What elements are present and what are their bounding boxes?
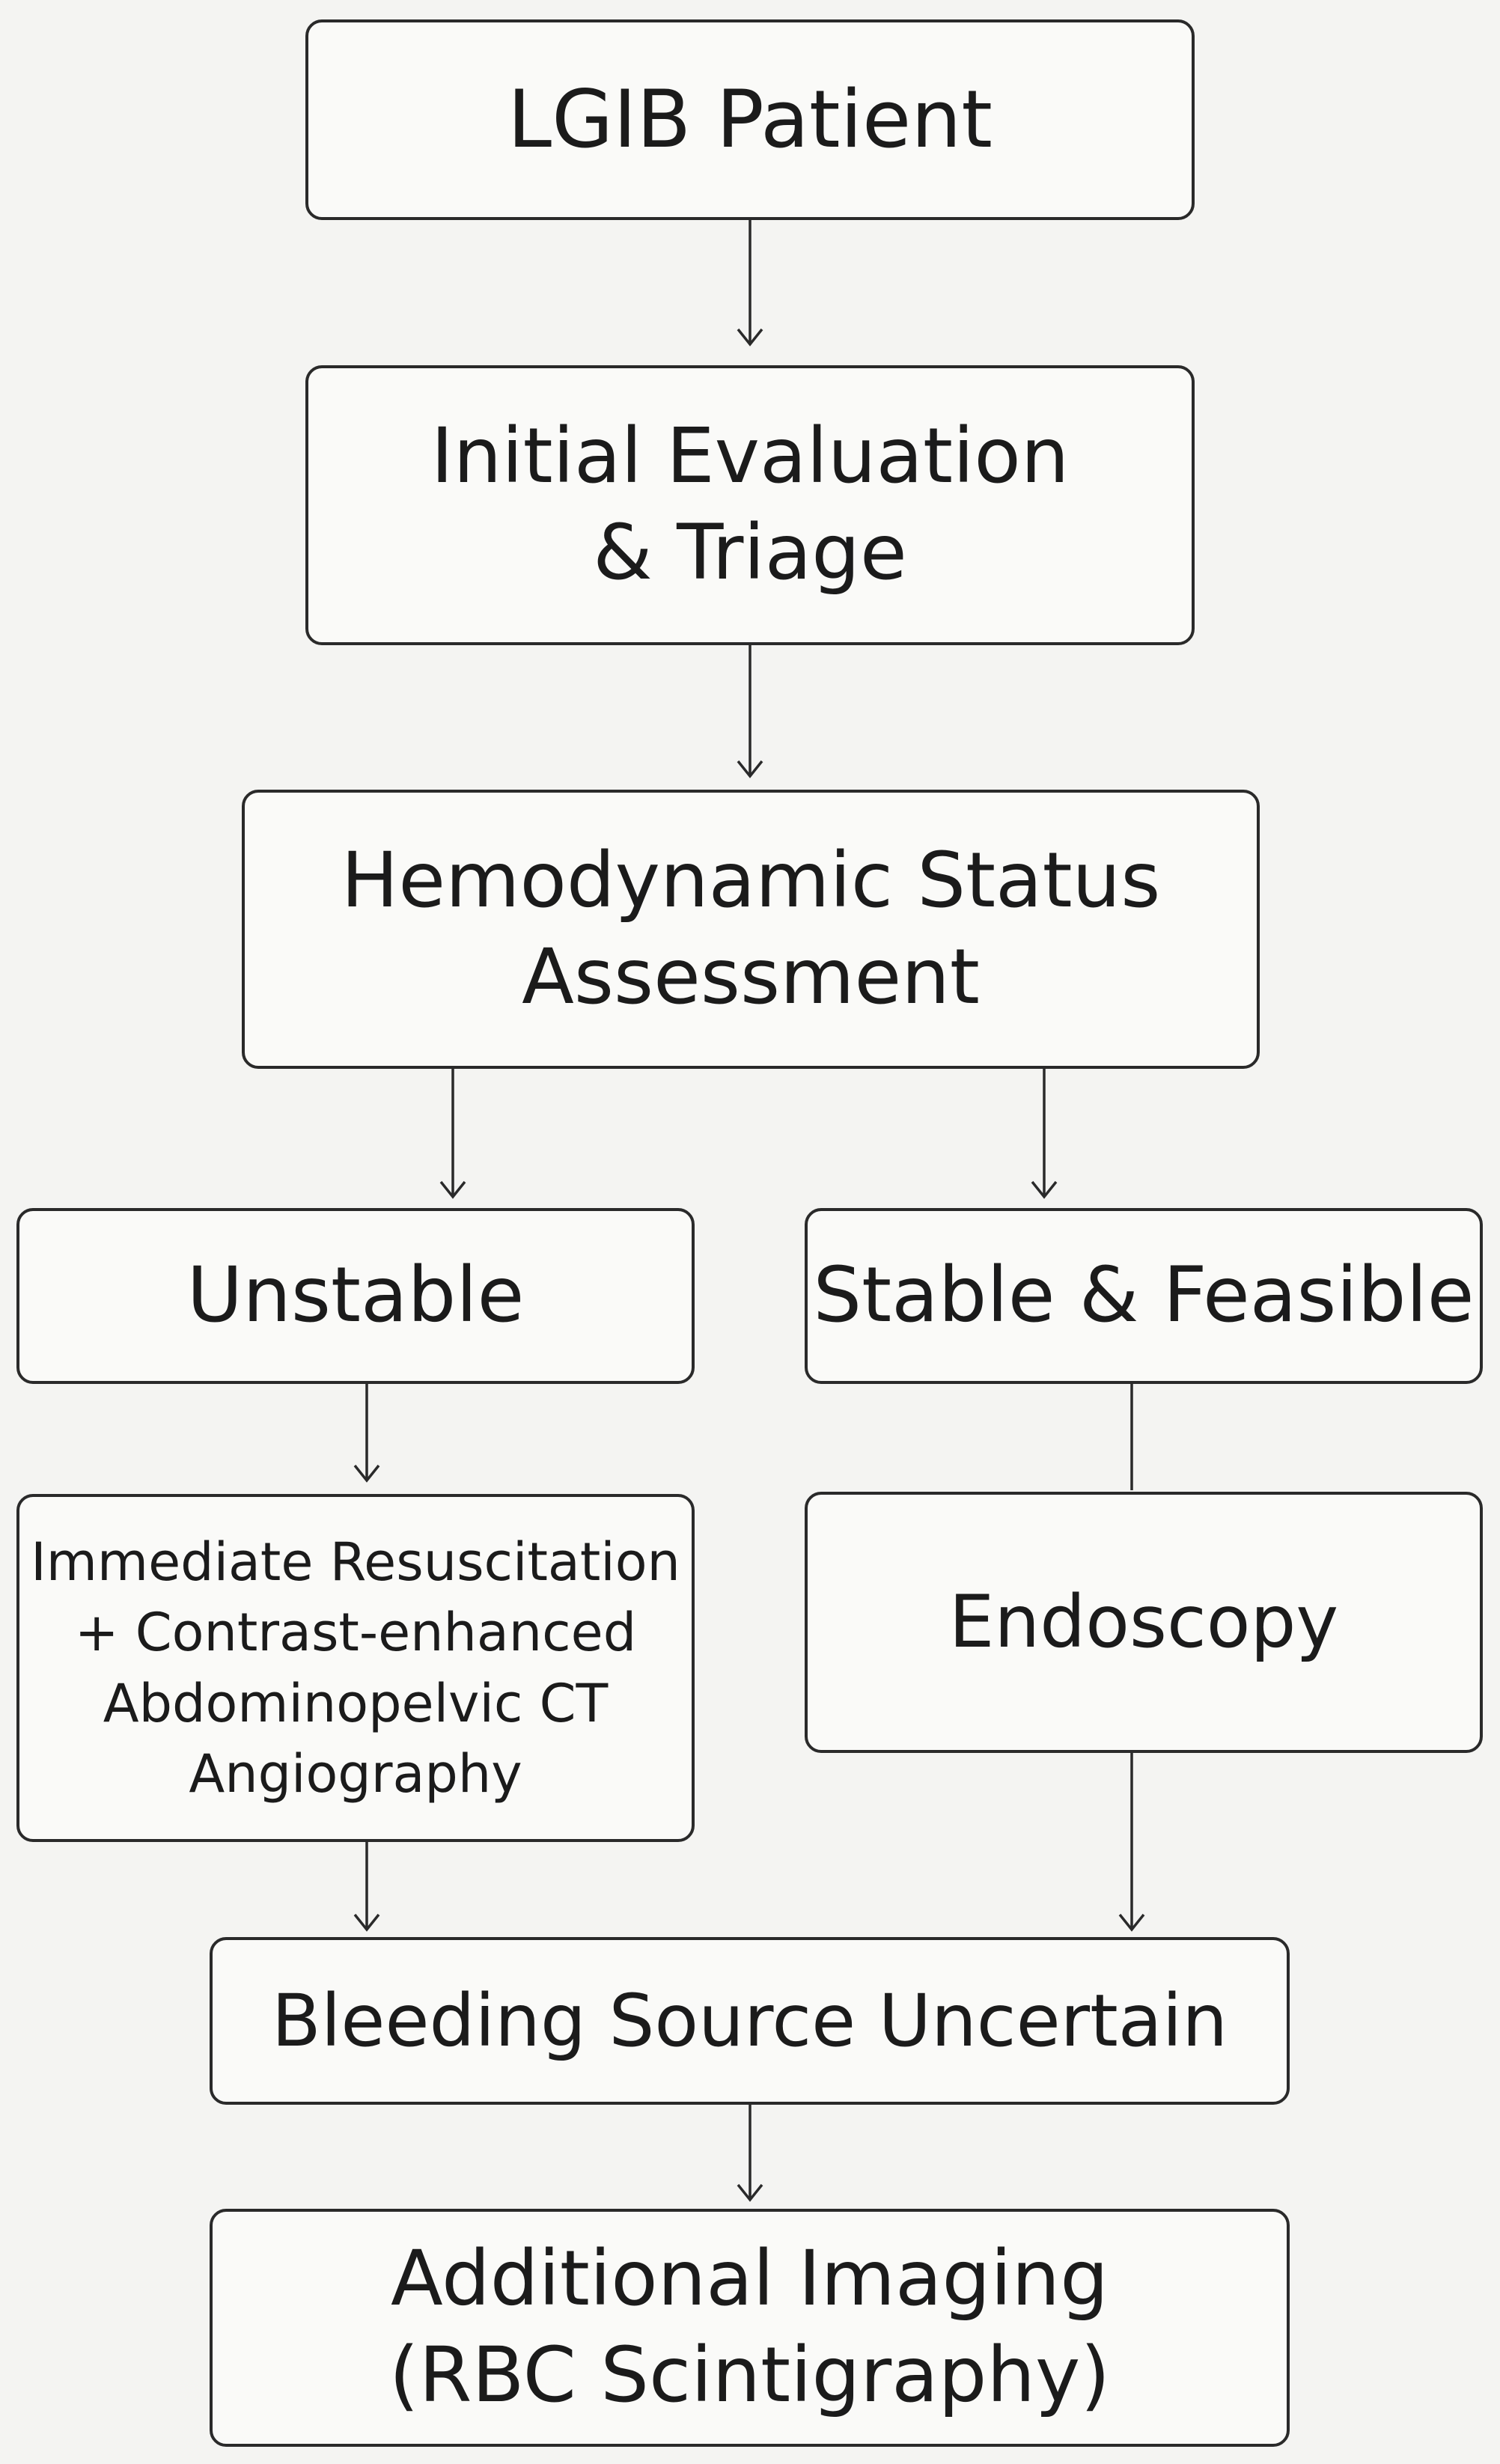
node-unstable: Unstable	[16, 1208, 695, 1384]
node-label: Hemodynamic Status	[341, 835, 1161, 925]
arrowhead-icon	[353, 1913, 380, 1932]
arrowhead-icon	[353, 1464, 380, 1483]
node-label: Endoscopy	[948, 1580, 1339, 1665]
node-stable-feasible: Stable & Feasible	[805, 1208, 1483, 1384]
node-label: (RBC Scintigraphy)	[388, 2331, 1111, 2420]
node-endoscopy: Endoscopy	[805, 1492, 1483, 1753]
node-bleeding-source: Bleeding Source Uncertain	[210, 1937, 1290, 2105]
node-label: LGIB Patient	[507, 73, 993, 166]
arrowhead-icon	[1031, 1180, 1058, 1199]
node-label: Additional Imaging	[391, 2234, 1109, 2324]
node-label: Abdominopelvic CT	[103, 1672, 609, 1734]
node-lgib-patient: LGIB Patient	[305, 19, 1195, 220]
arrowhead-icon	[1118, 1913, 1145, 1932]
node-label: Stable & Feasible	[813, 1251, 1475, 1341]
node-label: Unstable	[186, 1251, 525, 1341]
node-hemodynamic-assessment: Hemodynamic Status Assessment	[242, 790, 1260, 1069]
node-label: Assessment	[522, 932, 980, 1022]
node-initial-evaluation: Initial Evaluation & Triage	[305, 365, 1195, 645]
arrowhead-icon	[737, 328, 763, 347]
node-label: Bleeding Source Uncertain	[271, 1978, 1228, 2063]
node-label: Immediate Resuscitation	[31, 1531, 680, 1593]
node-immediate-resuscitation: Immediate Resuscitation + Contrast-enhan…	[16, 1494, 695, 1842]
node-additional-imaging: Additional Imaging (RBC Scintigraphy)	[210, 2209, 1290, 2447]
node-label: & Triage	[593, 508, 907, 597]
node-label: Angiography	[189, 1743, 522, 1805]
arrowhead-icon	[737, 760, 763, 778]
node-label: Initial Evaluation	[430, 412, 1070, 501]
arrowhead-icon	[737, 2183, 763, 2202]
node-label: + Contrast-enhanced	[74, 1602, 637, 1663]
arrowhead-icon	[439, 1180, 466, 1199]
